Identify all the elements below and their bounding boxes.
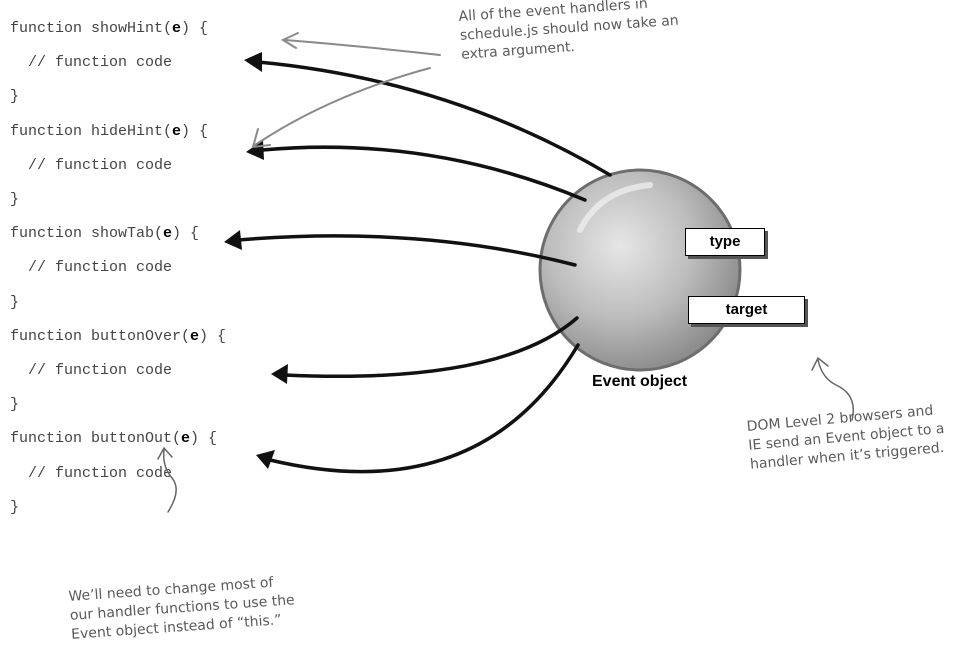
arrowhead-showhint bbox=[244, 52, 262, 72]
code-text-tail: ) { bbox=[181, 20, 209, 37]
code-param-e: e bbox=[163, 225, 173, 243]
code-text: function showHint( bbox=[10, 20, 173, 37]
code-text-tail: ) { bbox=[190, 430, 218, 448]
event-object-caption: Event object bbox=[592, 373, 688, 390]
note-squiggle-bottom bbox=[162, 449, 177, 513]
arrow-showtab bbox=[236, 234, 577, 267]
note-arrow-showhint bbox=[284, 39, 441, 56]
code-text: // function code bbox=[10, 54, 173, 72]
code-text: } bbox=[10, 88, 20, 106]
code-param-e: e bbox=[172, 122, 182, 140]
note-squiggle-right bbox=[817, 359, 854, 421]
code-text: // function code bbox=[10, 259, 173, 277]
code-line: } bbox=[10, 88, 19, 106]
code-line: } bbox=[10, 191, 19, 209]
sphere-highlight bbox=[577, 182, 653, 233]
code-param-e: e bbox=[181, 430, 191, 448]
code-text: } bbox=[10, 498, 20, 516]
arrow-showhint bbox=[256, 60, 612, 177]
code-line: // function code bbox=[10, 362, 172, 380]
code-line: } bbox=[10, 396, 19, 414]
code-text: function showTab( bbox=[10, 225, 164, 243]
code-text: } bbox=[10, 396, 20, 414]
code-line: // function code bbox=[10, 54, 172, 72]
event-prop-type: type bbox=[685, 228, 765, 256]
note-arrow-hidehint-head bbox=[251, 128, 271, 149]
code-text-tail: ) { bbox=[181, 122, 209, 140]
code-line: function showHint(e) { bbox=[10, 20, 208, 38]
code-line: // function code bbox=[10, 157, 172, 175]
arrowhead-buttonout bbox=[256, 450, 275, 469]
code-text: function hideHint( bbox=[10, 122, 173, 140]
code-text: // function code bbox=[10, 156, 173, 174]
code-text: } bbox=[10, 293, 20, 311]
note-squiggle-right-head bbox=[811, 356, 829, 371]
note-arrow-showhint-head bbox=[280, 32, 299, 49]
code-text: function buttonOut( bbox=[10, 430, 182, 448]
note-squiggle-bottom-head bbox=[157, 446, 173, 460]
arrowhead-hidehint bbox=[246, 140, 264, 160]
code-line: // function code bbox=[10, 465, 172, 483]
arrow-buttonover bbox=[283, 316, 579, 379]
note-arrow-hidehint bbox=[254, 67, 431, 146]
code-text: // function code bbox=[10, 362, 173, 379]
code-param-e: e bbox=[190, 327, 200, 345]
code-line: function hideHint(e) { bbox=[10, 123, 208, 141]
arrow-hidehint bbox=[260, 145, 587, 202]
code-line: } bbox=[10, 294, 19, 312]
code-text: } bbox=[10, 191, 20, 208]
code-text: // function code bbox=[10, 464, 173, 482]
code-line: // function code bbox=[10, 259, 172, 277]
arrowhead-showtab bbox=[224, 230, 242, 250]
event-object-sphere bbox=[538, 168, 742, 372]
arrowhead-buttonover bbox=[271, 364, 288, 384]
code-text: function buttonOver( bbox=[10, 327, 191, 345]
event-prop-target: target bbox=[688, 296, 805, 324]
code-line: } bbox=[10, 499, 19, 517]
code-text-tail: ) { bbox=[199, 327, 227, 345]
code-param-e: e bbox=[172, 20, 182, 37]
code-line: function buttonOver(e) { bbox=[10, 328, 226, 346]
code-line: function showTab(e) { bbox=[10, 225, 199, 243]
arrow-buttonout bbox=[268, 343, 580, 474]
code-text-tail: ) { bbox=[172, 225, 200, 243]
code-line: function buttonOut(e) { bbox=[10, 430, 217, 448]
